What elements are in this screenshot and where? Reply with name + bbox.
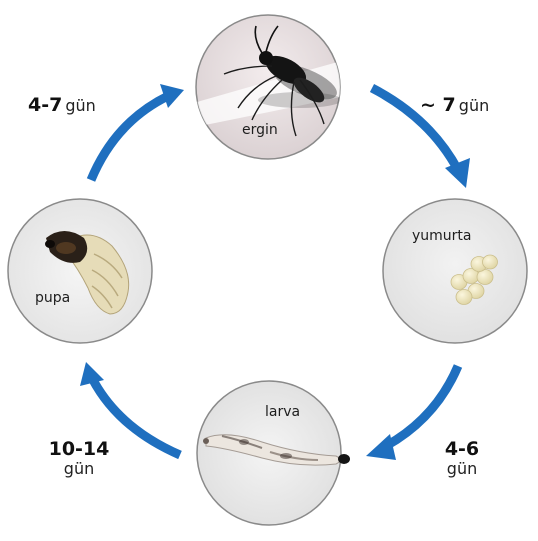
duration-egg-to-larva-number: 4-6 (445, 438, 479, 460)
arrow-pupa-to-adult (91, 84, 184, 180)
duration-pupa-to-adult-number: 4-7 (28, 94, 62, 116)
duration-adult-to-egg-number: 7 (443, 94, 456, 116)
stage-egg: yumurta (383, 199, 527, 343)
stage-larva: larva (197, 381, 350, 525)
duration-larva-to-pupa-unit: gün (64, 459, 94, 478)
duration-adult-to-egg-unit: gün (459, 96, 489, 115)
adult-label: ergin (242, 122, 278, 138)
duration-egg-to-larva-unit: gün (447, 459, 477, 478)
pupa-label: pupa (35, 290, 70, 306)
duration-pupa-to-adult-unit: gün (65, 96, 95, 115)
duration-larva-to-pupa-number: 10-14 (49, 438, 110, 460)
duration-adult-to-egg-prefix: ~ (420, 94, 443, 116)
stage-adult: ergin (190, 15, 345, 159)
stage-pupa: pupa (8, 199, 152, 343)
egg-label: yumurta (412, 228, 472, 244)
larva-label: larva (265, 404, 300, 420)
